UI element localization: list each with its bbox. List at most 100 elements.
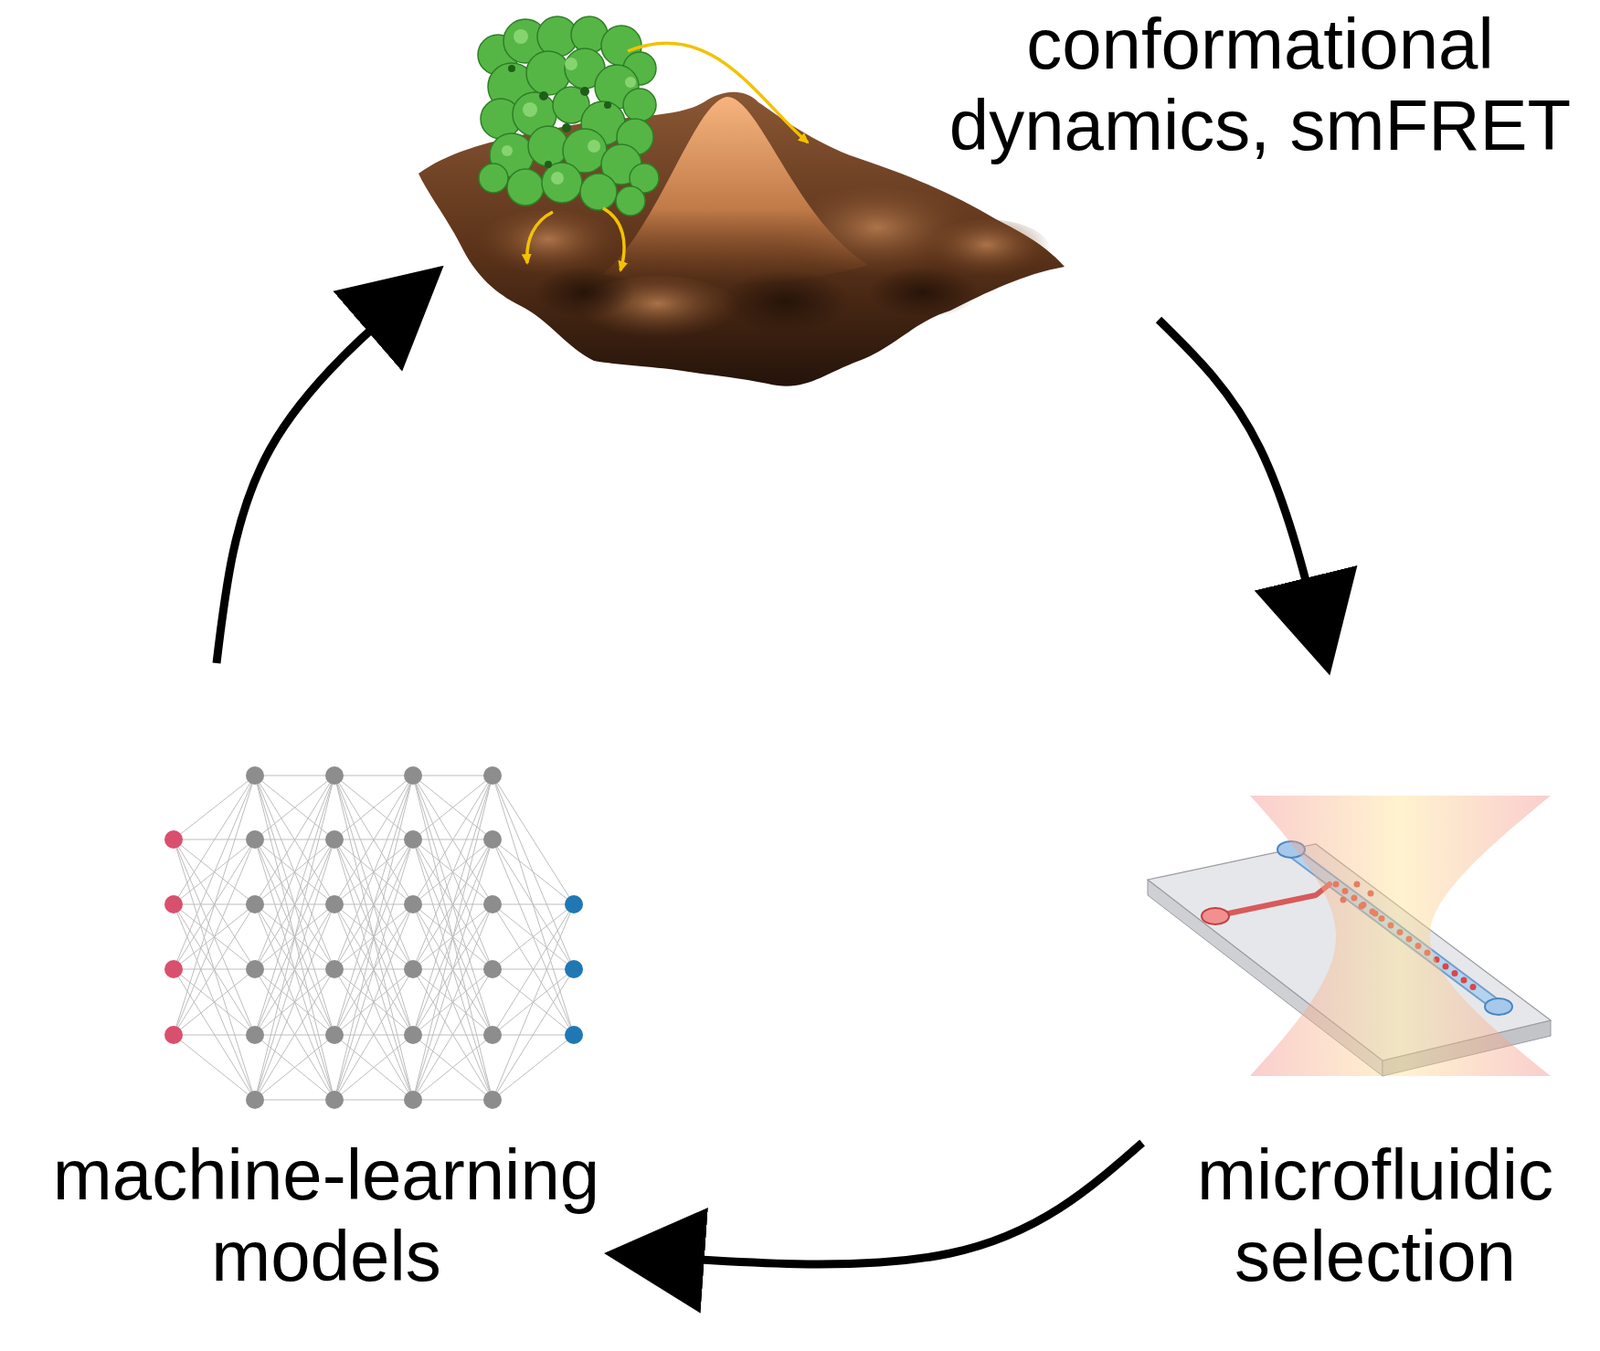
neuron (403, 1091, 423, 1110)
network-link (334, 969, 414, 1101)
protein-highlight (625, 76, 636, 88)
neuron (245, 960, 265, 979)
network-link (173, 969, 255, 1101)
protein-surface (541, 162, 583, 203)
network-link (254, 969, 335, 1101)
neuron (483, 895, 502, 914)
network-link (173, 969, 255, 1036)
neuron (245, 1091, 265, 1110)
network-link (334, 775, 414, 1101)
network-link (254, 775, 335, 1101)
network-link (173, 775, 255, 1036)
network-link (173, 1035, 255, 1037)
network-link (173, 904, 255, 1036)
protein-highlight (513, 29, 529, 44)
network-link (413, 904, 493, 1101)
network-link (334, 839, 414, 1101)
protein-highlight (550, 171, 564, 185)
cycle-arrow (1158, 319, 1327, 664)
protein-cavity (508, 64, 516, 73)
network-link (492, 904, 574, 1101)
network-link (254, 775, 335, 777)
network-link (254, 1035, 335, 1101)
landscape-valley (868, 266, 978, 318)
network-link (334, 775, 414, 970)
network-link (173, 839, 255, 1036)
network-link (492, 775, 574, 1036)
protein-cavity (603, 101, 612, 109)
network-link (173, 775, 255, 840)
network-link (413, 775, 493, 777)
neuron (325, 1091, 344, 1110)
network-link (254, 1035, 335, 1101)
network-link (413, 1035, 493, 1101)
network-link (334, 775, 414, 840)
protein-surface (580, 173, 617, 211)
network-link (254, 839, 335, 1101)
network-link (492, 839, 574, 970)
network-link (334, 904, 414, 1101)
landscape-peak (603, 96, 869, 285)
neuron (483, 960, 502, 979)
neuron (483, 830, 502, 849)
network-link (413, 775, 493, 840)
network-link (254, 775, 335, 905)
network-link (334, 775, 414, 1036)
network-link (413, 969, 493, 1101)
laser-beam (1250, 795, 1551, 1077)
network-link (413, 775, 493, 1101)
droplet (1461, 977, 1468, 985)
network-link (413, 775, 493, 970)
neuron (325, 960, 344, 979)
network-link (492, 904, 574, 1036)
neuron (325, 766, 344, 785)
network-link (173, 969, 255, 1036)
network-link (413, 839, 493, 1101)
network-link (413, 775, 493, 1036)
network-link (492, 839, 574, 905)
network-link (413, 775, 493, 970)
network-link (413, 775, 493, 1036)
neuron (325, 1026, 344, 1045)
network-link (334, 775, 414, 1101)
network-link (254, 775, 335, 1101)
network-link (254, 904, 335, 1101)
network-link (334, 904, 414, 1101)
droplet (1470, 984, 1477, 991)
network-link (334, 775, 414, 970)
network-link (254, 775, 335, 840)
network-link (254, 775, 335, 1036)
protein-surface (507, 169, 544, 206)
network-link (492, 904, 574, 1036)
network-link (492, 775, 574, 905)
network-link (173, 904, 255, 1101)
neuron (483, 766, 502, 785)
neuron (564, 895, 583, 914)
panel-label: microfluidic selection (1174, 1134, 1577, 1298)
network-link (413, 775, 493, 1101)
network-link (173, 1035, 255, 1101)
neuron (564, 1026, 583, 1045)
network-link (492, 775, 574, 970)
network-link (492, 1035, 574, 1101)
network-link (334, 1035, 414, 1101)
neuron (483, 1091, 502, 1110)
protein-cavity (580, 86, 590, 96)
neuron (245, 766, 265, 785)
network-link (254, 1100, 335, 1102)
neuron (164, 830, 183, 849)
inlet-channel (1215, 884, 1330, 917)
protein-surface (615, 186, 646, 216)
figure-panel: conformational dynamics, smFRET (434, 0, 1597, 320)
network-link (413, 775, 493, 905)
transition-arrow (603, 208, 625, 271)
outlet-port (1484, 998, 1513, 1016)
neuron (164, 895, 183, 914)
network-link (413, 904, 493, 1101)
neuron (403, 960, 423, 979)
network-link (492, 839, 574, 1036)
network-link (254, 775, 335, 970)
protein-highlight (501, 145, 513, 157)
neuron (325, 895, 344, 914)
figure-panel: machine-learning models (42, 663, 617, 1305)
